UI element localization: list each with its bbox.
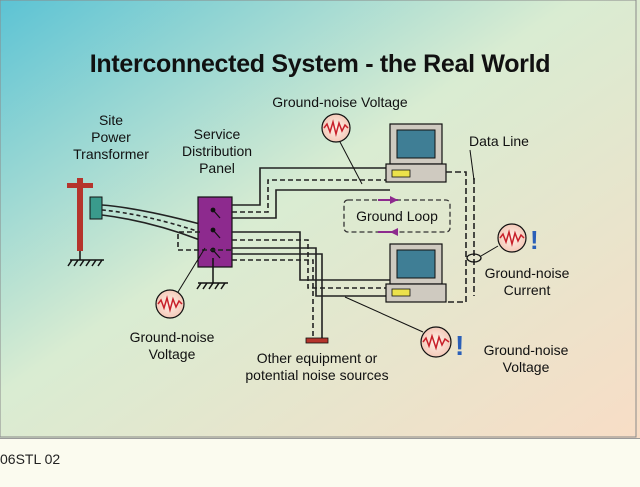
panel-ground-symbol-icon [196,282,228,290]
alert-icon: ! [455,330,464,361]
label-service-distribution-panel: Service Distribution Panel [181,126,253,176]
label-ground-noise-voltage-left: Ground-noise Voltage [129,329,215,362]
computer-top-icon [385,123,447,183]
scope-meter-icon [344,296,452,358]
diagram-background [0,0,640,438]
diagram-title: Interconnected System - the Real World [89,50,551,78]
outlet-terminal-icon [305,337,329,344]
branch-circuit-wires [177,167,390,338]
alert-icon: ! [530,225,539,255]
label-ground-loop: Ground Loop [356,208,438,224]
label-ground-noise-current: Ground-noise Current [484,265,570,298]
label-data-line: Data Line [469,133,529,149]
power-feed-wires [101,204,201,241]
current-probe-icon [466,245,499,263]
scope-meter-icon [321,113,363,185]
interconnected-system-diagram: ! ! [0,0,640,438]
figure-caption: 06STL 02 [0,451,61,467]
computer-bottom-icon [385,243,447,303]
data-line-cable [446,171,475,303]
caption-strip [0,438,640,487]
label-site-power-transformer: Site Power Transformer [73,112,149,162]
label-other-equipment: Other equipment or potential noise sourc… [245,350,389,383]
ground-symbol-icon [67,259,104,267]
distribution-panel-icon [197,196,233,283]
scope-meter-icon [497,223,527,253]
divider [0,438,640,439]
label-ground-noise-voltage-right: Ground-noise Voltage [483,342,569,375]
scope-meter-icon [155,247,206,319]
ground-loop-indicator [343,196,451,236]
utility-pole-icon [67,178,103,260]
label-ground-noise-voltage-top: Ground-noise Voltage [272,94,408,110]
